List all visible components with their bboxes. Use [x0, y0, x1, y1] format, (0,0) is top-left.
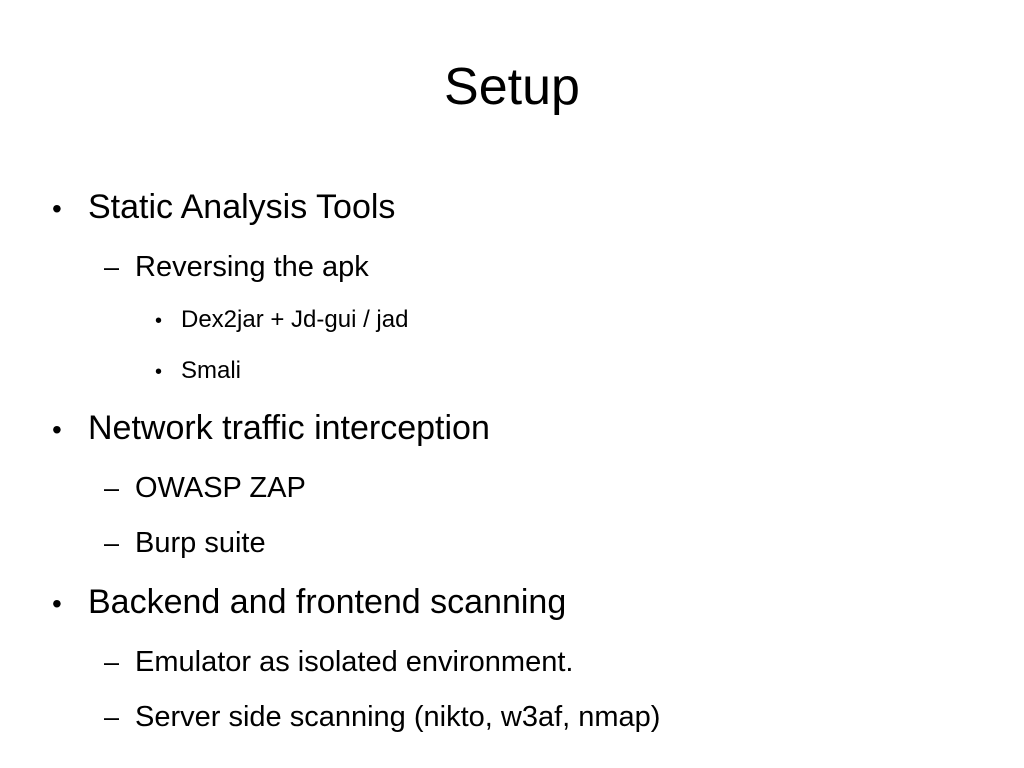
- bullet-level-2-icon: –: [104, 473, 120, 503]
- list-item-label: OWASP ZAP: [135, 472, 306, 504]
- list-item-label: Burp suite: [135, 527, 266, 559]
- bullet-level-3-icon: •: [155, 310, 163, 332]
- bullet-level-2-icon: –: [104, 528, 120, 558]
- list-item-label: Network traffic interception: [88, 409, 490, 447]
- slide-body-outline: • Static Analysis Tools – Reversing the …: [0, 176, 1024, 745]
- list-item: – Emulator as isolated environment.: [0, 635, 1024, 690]
- bullet-level-2-icon: –: [104, 252, 120, 282]
- bullet-level-1-icon: •: [52, 193, 62, 224]
- list-item-label: Smali: [181, 357, 242, 384]
- list-item-label: Reversing the apk: [135, 251, 369, 283]
- list-item-label: Dex2jar + Jd-gui / jad: [181, 306, 409, 333]
- list-item: – Reversing the apk: [0, 240, 1024, 295]
- list-item: – Server side scanning (nikto, w3af, nma…: [0, 690, 1024, 745]
- list-item: • Network traffic interception: [0, 397, 1024, 461]
- bullet-level-1-icon: •: [52, 414, 62, 445]
- list-item-label: Emulator as isolated environment.: [135, 646, 574, 678]
- list-item-label: Server side scanning (nikto, w3af, nmap): [135, 701, 661, 733]
- list-item: • Static Analysis Tools: [0, 176, 1024, 240]
- bullet-level-2-icon: –: [104, 647, 120, 677]
- list-item: – Burp suite: [0, 516, 1024, 571]
- list-item: • Backend and frontend scanning: [0, 571, 1024, 635]
- list-item-label: Backend and frontend scanning: [88, 583, 567, 621]
- list-item: • Smali: [0, 346, 1024, 397]
- list-item: – OWASP ZAP: [0, 461, 1024, 516]
- list-item-label: Static Analysis Tools: [88, 188, 396, 226]
- list-item: • Dex2jar + Jd-gui / jad: [0, 295, 1024, 346]
- bullet-level-3-icon: •: [155, 361, 163, 383]
- bullet-level-1-icon: •: [52, 588, 62, 619]
- page-title: Setup: [444, 58, 580, 116]
- bullet-level-2-icon: –: [104, 702, 120, 732]
